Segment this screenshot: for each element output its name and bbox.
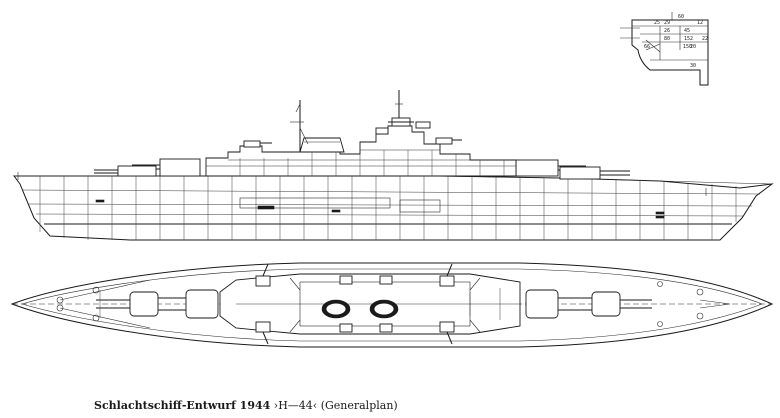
armor-section-inset: 60 25 29 12 26 45 152 22 150 80 20 66 30 (620, 12, 709, 86)
inset-label: 25 (654, 20, 660, 26)
deck-plan (10, 262, 774, 348)
secondary-mounts-plan (255, 263, 455, 345)
inset-label: 60 (678, 14, 684, 20)
inset-label: 150 (683, 44, 692, 50)
hull-outline (13, 175, 774, 241)
funnel (299, 137, 345, 153)
forward-turret-a (559, 166, 630, 180)
inset-label: 29 (664, 20, 670, 26)
inset-label: 45 (684, 28, 690, 34)
aft-turret-d (94, 165, 157, 177)
aft-turret-c (132, 158, 201, 177)
inset-label: 80 (664, 36, 670, 42)
turret-a-plan (591, 291, 652, 317)
funnel-plan (321, 299, 399, 319)
inset-label: 22 (702, 36, 708, 42)
superstructure (205, 117, 517, 177)
bow-gear (56, 279, 731, 329)
inset-label: 12 (697, 20, 703, 26)
caption: Schlachtschiff-Entwurf 1944 ›H—44‹ (Gene… (94, 399, 398, 412)
side-elevation (13, 90, 774, 241)
inset-label: 66 (644, 44, 650, 50)
inset-label: 152 (684, 36, 693, 42)
aft-mast (290, 100, 309, 152)
turret-d-plan (96, 291, 159, 317)
caption-title: Schlachtschiff-Entwurf 1944 (94, 399, 271, 412)
caption-designation: ›H—44‹ (273, 399, 318, 412)
caption-subtitle: (Generalplan) (320, 399, 398, 412)
inset-label: 30 (690, 63, 696, 69)
inset-label: 20 (690, 44, 696, 50)
turret-b-plan (525, 289, 594, 319)
fore-mast (395, 90, 403, 118)
inset-label: 26 (664, 28, 670, 34)
